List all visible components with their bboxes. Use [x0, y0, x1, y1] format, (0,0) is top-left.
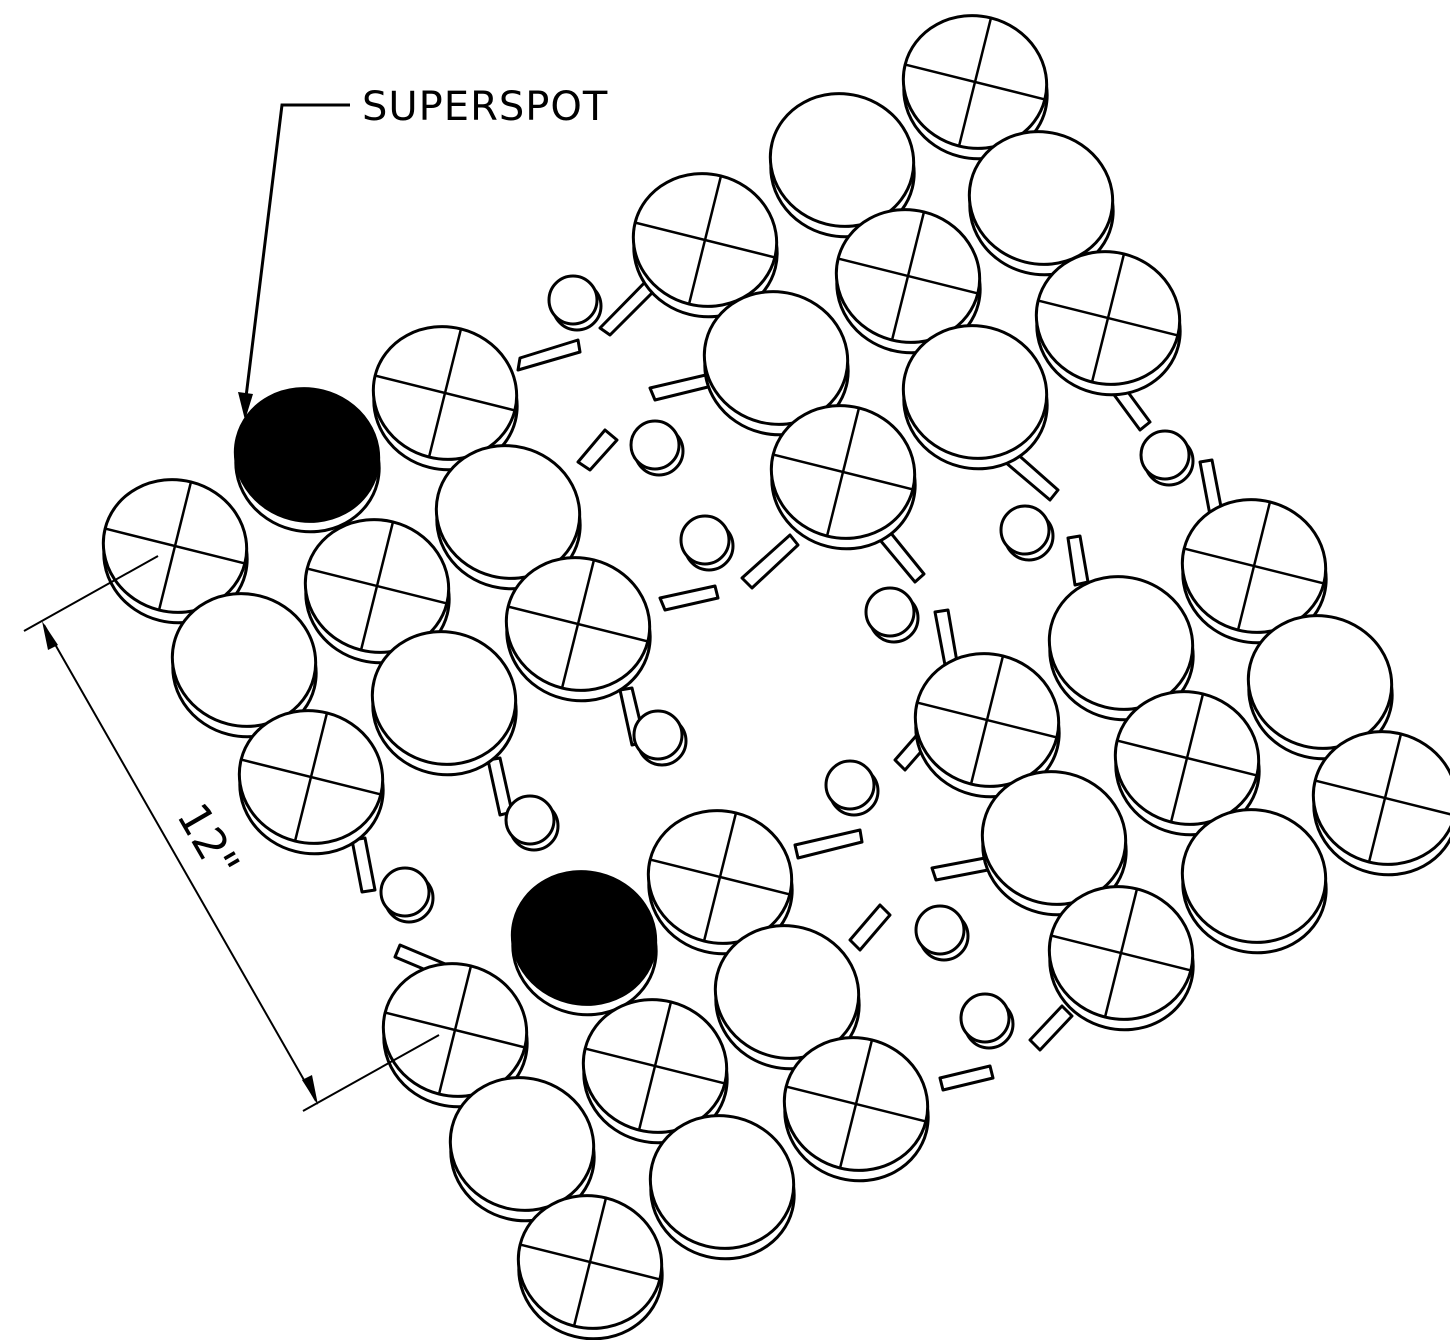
interlock-knob: [379, 866, 435, 924]
pad-cross-marked: [782, 1036, 930, 1183]
interlock-knob: [679, 514, 735, 572]
pad-cross-marked: [303, 518, 451, 665]
connector-link: [648, 372, 714, 402]
interlock-knob: [504, 794, 560, 852]
pad-plain: [702, 290, 850, 437]
pad-cross-marked: [913, 652, 1061, 799]
interlock-knob: [547, 274, 603, 332]
pad-cross-marked: [1034, 250, 1182, 397]
superspot-pad: [510, 870, 658, 1017]
connector-link: [938, 1064, 995, 1092]
connector-link: [878, 530, 926, 584]
connector-link: [930, 856, 990, 882]
dimension-label: 12": [166, 795, 248, 887]
superspot-pad: [233, 387, 381, 534]
connector-link: [793, 828, 864, 860]
pad-cross-marked: [1047, 885, 1195, 1032]
connector-link: [933, 608, 959, 667]
connector-link: [1066, 534, 1090, 587]
interlock-knobs: [379, 274, 1195, 1050]
dimension-arrow-bottom: [302, 1075, 318, 1105]
interlock-knob: [629, 419, 685, 477]
pad-plain: [967, 130, 1115, 277]
connector-link: [516, 338, 582, 372]
pad-grid: [101, 14, 1450, 1340]
pad-cross-marked: [834, 208, 982, 355]
pad-cross-marked: [237, 709, 385, 856]
connector-link: [848, 903, 892, 952]
pad-cross-marked: [1180, 498, 1328, 645]
connector-link: [1028, 1004, 1074, 1052]
dimension-line: [43, 624, 317, 1102]
pad-plain: [713, 924, 861, 1071]
pad-cross-marked: [101, 478, 249, 625]
pad-plain: [434, 444, 582, 591]
dimension-annotation: [23, 555, 440, 1112]
pad-cross-marked: [504, 556, 652, 703]
pad-plain: [1246, 614, 1394, 761]
pad-cross-marked: [769, 404, 917, 551]
interlock-knob: [1139, 429, 1195, 487]
pad-plain: [768, 92, 916, 239]
pad-cross-marked: [516, 1194, 664, 1340]
pad-cross-marked: [646, 809, 794, 956]
connector-link: [350, 836, 377, 894]
pad-plain: [370, 630, 518, 777]
interlock-knob: [824, 759, 880, 817]
pad-cross-marked: [901, 14, 1049, 161]
pad-plain: [170, 592, 318, 739]
callout-label: SUPERSPOT: [362, 84, 608, 130]
pad-cross-marked: [371, 325, 519, 472]
pad-cross-marked: [1311, 730, 1450, 877]
dimension-arrow-top: [42, 621, 58, 650]
interlock-knob: [999, 504, 1055, 562]
pad-plain: [980, 770, 1128, 917]
pad-plain: [901, 324, 1049, 471]
pad-cross-marked: [1113, 690, 1261, 837]
pad-cross-marked: [381, 962, 529, 1109]
connector-link: [658, 584, 720, 612]
callout-arrowhead: [238, 392, 253, 420]
connector-link: [740, 533, 800, 590]
interlock-knob: [959, 992, 1015, 1050]
connector-link: [576, 428, 619, 472]
extension-line-bottom: [302, 1034, 440, 1112]
pad-plain: [1180, 808, 1328, 955]
interlock-knob: [632, 709, 688, 767]
interlock-knob: [914, 904, 970, 962]
extension-line-top: [23, 555, 159, 632]
pad-plain: [1047, 575, 1195, 722]
superspot-callout: SUPERSPOT: [238, 84, 608, 420]
pad-cross-marked: [631, 172, 779, 319]
pad-plain: [448, 1076, 596, 1223]
interlock-knob: [864, 586, 920, 644]
pad-cross-marked: [581, 998, 729, 1145]
callout-leader-line: [243, 103, 350, 406]
pad-plain: [648, 1114, 796, 1261]
